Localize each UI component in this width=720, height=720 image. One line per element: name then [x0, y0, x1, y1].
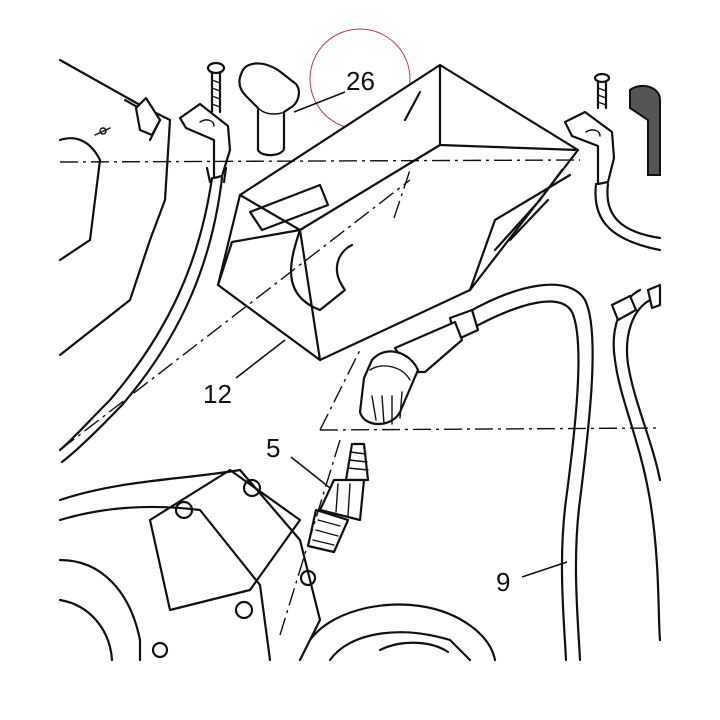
- bracket-right: [563, 110, 616, 186]
- cable-left: [58, 166, 228, 464]
- spark-plug-boot: [358, 308, 480, 426]
- cable-right-upper: [594, 182, 662, 252]
- leader-5: [290, 456, 331, 489]
- bracket-left: [134, 96, 232, 180]
- assembly-centerlines: [59, 159, 661, 636]
- part-12-cover-tray: [216, 63, 580, 362]
- part-9-ignition-lead: [453, 283, 662, 662]
- leader-9: [521, 561, 568, 578]
- screw-left: [206, 61, 226, 114]
- part-26-connector: [238, 62, 300, 157]
- cylinder-head-lower: [58, 468, 497, 662]
- callout-9: 9: [496, 567, 510, 597]
- screw-right: [593, 72, 611, 110]
- engine-housing-left: [58, 58, 172, 357]
- callout-5: 5: [266, 433, 280, 463]
- callout-26: 26: [346, 66, 375, 96]
- part-shaded-right: [629, 84, 661, 176]
- leader-12: [235, 339, 286, 379]
- callout-12: 12: [203, 379, 232, 409]
- leader-26: [293, 91, 346, 113]
- part-5-spark-plug: [306, 442, 370, 554]
